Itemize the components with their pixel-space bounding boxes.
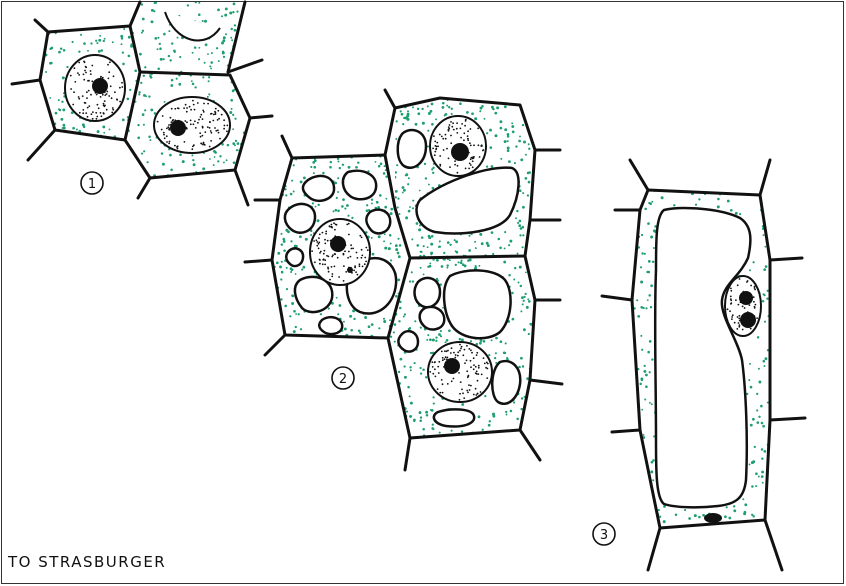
vacuole	[396, 128, 428, 169]
svg-text:3: 3	[600, 528, 608, 543]
nucleolus	[444, 358, 460, 374]
nucleolus	[739, 291, 753, 305]
vacuole	[413, 276, 442, 309]
cell-wall	[386, 254, 537, 440]
vacuole	[285, 247, 305, 268]
nucleoli	[92, 78, 756, 374]
vacuole	[318, 316, 344, 336]
svg-text:1: 1	[88, 177, 96, 192]
panel-label-2: 2	[331, 366, 355, 390]
vacuole	[365, 208, 392, 235]
cell-wall	[243, 88, 564, 472]
vacuole	[397, 330, 420, 353]
nucleus	[164, 11, 221, 42]
panel-label-3: 3	[592, 522, 616, 546]
panel-label-1: 1	[80, 171, 104, 195]
cell-wall	[10, 18, 274, 207]
vacuole	[415, 166, 520, 235]
nucleus	[427, 341, 493, 403]
nucleolus	[170, 120, 186, 136]
vacuole	[491, 359, 522, 405]
cell-wall	[600, 158, 807, 572]
nucleolus	[347, 267, 353, 273]
nuclear-stipple	[69, 60, 758, 401]
vacuole	[283, 202, 317, 234]
nucleolus	[330, 236, 346, 252]
credit-text: TO STRASBURGER	[8, 553, 167, 571]
nucleolus	[451, 143, 469, 161]
cell-wall	[123, 70, 252, 180]
vacuole	[418, 305, 446, 331]
svg-text:2: 2	[339, 372, 347, 387]
cell-wall	[630, 188, 772, 530]
vacuole	[442, 269, 512, 340]
cell-wall	[128, 0, 247, 74]
vacuole	[432, 408, 476, 428]
nucleolus	[740, 312, 756, 328]
nucleolus	[92, 78, 108, 94]
nucleus	[153, 96, 231, 154]
vacuole	[301, 174, 336, 202]
cell-walls	[10, 0, 807, 572]
vacuole	[341, 169, 378, 201]
nucleus	[309, 218, 371, 286]
central-vacuole	[653, 206, 752, 509]
nucleus	[704, 513, 722, 523]
cell-wall	[383, 96, 537, 260]
